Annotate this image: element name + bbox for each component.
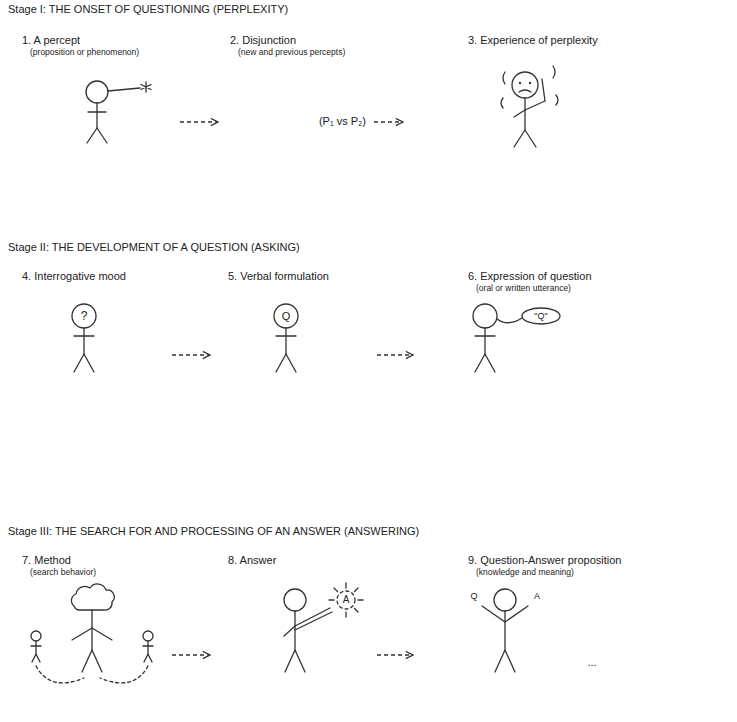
figure-legs xyxy=(87,128,107,143)
thought-cloud xyxy=(71,584,114,610)
dashed-arrow xyxy=(180,121,218,122)
step-heading: 2. Disjunction xyxy=(230,34,296,47)
answer-symbol: A xyxy=(343,595,350,605)
step-heading: 1. A percept xyxy=(22,34,80,47)
dashed-arrow xyxy=(377,654,413,655)
figure-head xyxy=(473,304,497,328)
speech-bubble xyxy=(522,308,560,324)
figure-arms xyxy=(74,335,94,336)
step-heading: 8. Answer xyxy=(228,554,276,567)
small-figure-head xyxy=(143,631,153,641)
dashed-arrow xyxy=(172,354,210,355)
step-node: 8. Answer xyxy=(212,552,375,700)
figure-head xyxy=(86,81,108,103)
head-symbol: Q xyxy=(282,311,291,322)
figure-body xyxy=(504,611,505,650)
figure-head xyxy=(72,304,96,328)
figure-arms xyxy=(72,628,112,640)
step-note: (search behavior) xyxy=(22,567,96,577)
step-node: 1. A percept(proposition or phenomenon) xyxy=(12,32,178,150)
percept-mark xyxy=(141,82,151,92)
step-node: 9. Question-Answer proposition(knowledge… xyxy=(415,552,720,700)
figure-head xyxy=(284,589,306,611)
figure-arms xyxy=(276,335,296,336)
stick-figure xyxy=(482,589,528,672)
figure-legs xyxy=(495,650,515,672)
step-note: (knowledge and meaning) xyxy=(468,567,574,577)
hand-symbol: Q xyxy=(470,592,477,601)
stick-figure xyxy=(72,304,96,372)
step-node: 6. Expression of question(oral or writte… xyxy=(415,268,720,385)
step-note: (oral or written utterance) xyxy=(468,283,571,293)
stick-figure xyxy=(473,304,560,372)
stage-heading: Stage III: THE SEARCH FOR AND PROCESSING… xyxy=(8,526,419,537)
figure-arms xyxy=(475,335,495,336)
scratching-arm xyxy=(525,79,545,110)
figure-legs xyxy=(475,354,495,372)
step-heading: 3. Experience of perplexity xyxy=(468,34,598,47)
figure-body xyxy=(91,610,92,650)
figure-legs xyxy=(74,354,94,372)
figure-head xyxy=(512,72,538,98)
figure-legs xyxy=(514,130,536,147)
figure-mouth xyxy=(519,90,531,92)
figure-legs xyxy=(285,650,305,672)
dashed-arrow xyxy=(172,654,210,655)
step-node: 3. Experience of perplexity xyxy=(405,32,720,150)
hand-symbol: A xyxy=(534,592,540,601)
stick-figure xyxy=(31,584,153,683)
step-note: (new and previous percepts) xyxy=(230,47,345,57)
step-node: 4. Interrogative mood xyxy=(12,268,170,385)
step-node: 7. Method(search behavior) xyxy=(12,552,170,700)
figure-head xyxy=(494,589,516,611)
figure-legs xyxy=(276,354,296,372)
figure-arms xyxy=(88,111,106,112)
disjunction-formula: (P₁ vs P₂) xyxy=(319,115,366,128)
step-node: 2. Disjunction(new and previous percepts… xyxy=(220,32,372,150)
pointing-arm xyxy=(295,608,332,630)
step-heading: 5. Verbal formulation xyxy=(228,270,329,283)
dashed-arrow xyxy=(377,354,413,355)
stick-figure xyxy=(501,66,558,147)
ellipsis-mark: ... xyxy=(587,657,596,668)
figure-eye xyxy=(529,82,531,84)
stick-figure xyxy=(86,81,151,143)
head-symbol: ? xyxy=(81,310,88,322)
figure-legs xyxy=(82,650,102,672)
figure-arm xyxy=(284,626,295,636)
figure-body xyxy=(83,328,84,354)
figure-body xyxy=(96,103,97,128)
small-figure xyxy=(31,641,41,662)
figure-body xyxy=(285,328,286,354)
shake-marks xyxy=(501,66,558,108)
dashed-arrow xyxy=(374,121,403,122)
speech-tail xyxy=(497,318,522,323)
burst-rays xyxy=(329,583,363,617)
stage-heading: Stage II: THE DEVELOPMENT OF A QUESTION … xyxy=(8,242,300,253)
figure-arm xyxy=(514,110,525,117)
bubble-text: "Q" xyxy=(534,312,547,321)
answer-burst xyxy=(337,591,355,609)
step-heading: 4. Interrogative mood xyxy=(22,270,126,283)
stick-figure xyxy=(274,304,298,372)
small-figure xyxy=(143,641,153,662)
step-heading: 6. Expression of question xyxy=(468,270,592,283)
stage-heading: Stage I: THE ONSET OF QUESTIONING (PERPL… xyxy=(8,4,288,15)
step-node: 5. Verbal formulation xyxy=(212,268,375,385)
search-path xyxy=(36,666,148,683)
stick-figure xyxy=(284,583,363,672)
figure-head xyxy=(274,304,298,328)
raised-arms xyxy=(482,606,528,622)
figure-body xyxy=(484,328,485,354)
figure-body xyxy=(524,98,525,130)
step-heading: 7. Method xyxy=(22,554,71,567)
small-figure-head xyxy=(31,631,41,641)
step-note: (proposition or phenomenon) xyxy=(22,47,139,57)
figure-eye xyxy=(519,82,521,84)
gaze-line xyxy=(108,88,140,91)
step-heading: 9. Question-Answer proposition xyxy=(468,554,621,567)
